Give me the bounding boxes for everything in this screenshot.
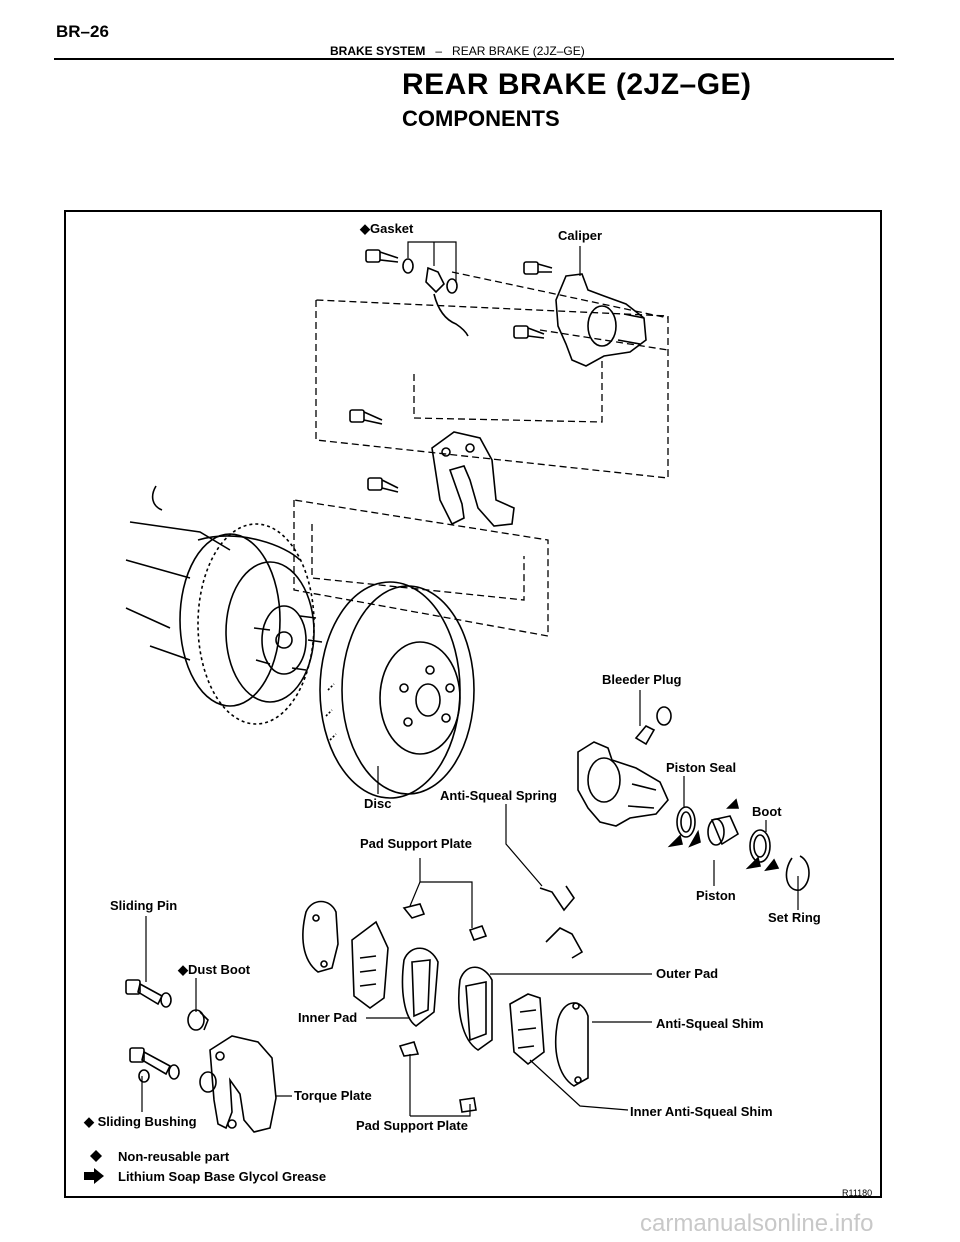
brake-hose-icon	[425, 266, 469, 337]
bolt-icon	[523, 261, 553, 275]
label-gasket: ◆Gasket	[359, 221, 414, 236]
bolt-icon	[365, 249, 399, 263]
sliding-bushing-icon	[138, 1069, 217, 1093]
dust-boot-icon	[187, 1009, 209, 1031]
assembly-guide-lines	[293, 271, 669, 637]
legend-label: Non-reusable part	[118, 1149, 230, 1164]
label-boot: Boot	[752, 804, 782, 819]
leader-lines	[141, 241, 799, 1117]
torque-plate-icon	[431, 431, 515, 527]
page-header-section: BRAKE SYSTEM–REAR BRAKE (2JZ–GE)	[330, 44, 585, 58]
page-subtitle: COMPONENTS	[402, 106, 560, 131]
legend-item: Non-reusable part	[90, 1149, 230, 1164]
boot-icon	[749, 829, 771, 863]
header-section-title: REAR BRAKE (2JZ–GE)	[452, 44, 585, 58]
label-bleeder-plug: Bleeder Plug	[602, 672, 682, 687]
callout-labels: ◆Gasket Caliper Bleeder Plug Piston Seal…	[83, 221, 821, 1133]
label-caliper: Caliper	[558, 228, 602, 243]
anti-squeal-shim-icon	[554, 1002, 589, 1087]
label-sliding-bushing: ◆ Sliding Bushing	[83, 1114, 197, 1129]
label-anti-squeal-shim: Anti-Squeal Shim	[656, 1016, 764, 1031]
header-separator: –	[435, 44, 443, 58]
set-ring-icon	[785, 855, 810, 891]
label-torque-plate: Torque Plate	[294, 1088, 372, 1103]
piston-seal-icon	[676, 806, 696, 838]
sliding-pin-icon	[125, 979, 172, 1008]
label-disc: Disc	[364, 796, 391, 811]
inner-pad-icon	[401, 947, 439, 1027]
outer-pad-icon	[458, 966, 493, 1051]
legend: Non-reusable part Lithium Soap Base Glyc…	[84, 1149, 326, 1184]
bolt-icon	[513, 325, 545, 339]
page-number: BR–26	[56, 22, 109, 41]
inner-anti-squeal-shim-icon	[509, 993, 545, 1066]
legend-item: Lithium Soap Base Glycol Grease	[84, 1168, 326, 1184]
label-pad-support-plate: Pad Support Plate	[360, 836, 472, 851]
figure-frame	[64, 210, 882, 1198]
torque-plate-icon	[209, 1035, 277, 1133]
inner-anti-squeal-shim-icon	[351, 920, 389, 1009]
label-outer-pad: Outer Pad	[656, 966, 718, 981]
gasket-icon	[402, 258, 458, 294]
diamond-icon	[90, 1150, 102, 1162]
caliper-body-icon	[577, 741, 669, 827]
watermark: carmanualsonline.info	[640, 1210, 874, 1237]
figure-code: R11180	[842, 1188, 872, 1198]
bleeder-plug-icon	[634, 706, 672, 746]
header-rule	[54, 58, 894, 60]
label-inner-anti-squeal-shim: Inner Anti-Squeal Shim	[630, 1104, 773, 1119]
disc-icon	[319, 581, 475, 799]
axle-hub-icon	[125, 485, 323, 725]
caliper-icon	[555, 273, 647, 367]
label-inner-pad: Inner Pad	[298, 1010, 357, 1025]
label-anti-squeal-spring: Anti-Squeal Spring	[440, 788, 557, 803]
label-dust-boot: ◆Dust Boot	[177, 962, 251, 977]
arrow-icon	[84, 1168, 104, 1184]
label-sliding-pin: Sliding Pin	[110, 898, 177, 913]
label-set-ring: Set Ring	[768, 910, 821, 925]
piston-icon	[707, 815, 740, 846]
bolt-icon	[349, 409, 383, 425]
label-piston-seal: Piston Seal	[666, 760, 736, 775]
grease-arrow-icon	[667, 798, 780, 872]
legend-label: Lithium Soap Base Glycol Grease	[118, 1169, 326, 1184]
sliding-pin-icon	[129, 1047, 180, 1080]
bolt-icon	[367, 477, 399, 493]
page-title: REAR BRAKE (2JZ–GE)	[402, 68, 752, 101]
label-pad-support-plate-bottom: Pad Support Plate	[356, 1118, 468, 1133]
label-piston: Piston	[696, 888, 736, 903]
anti-squeal-shim-icon	[302, 900, 339, 973]
pad-support-plate-icon	[398, 903, 488, 1113]
anti-squeal-spring-icon	[539, 885, 584, 959]
header-system: BRAKE SYSTEM	[330, 44, 426, 58]
